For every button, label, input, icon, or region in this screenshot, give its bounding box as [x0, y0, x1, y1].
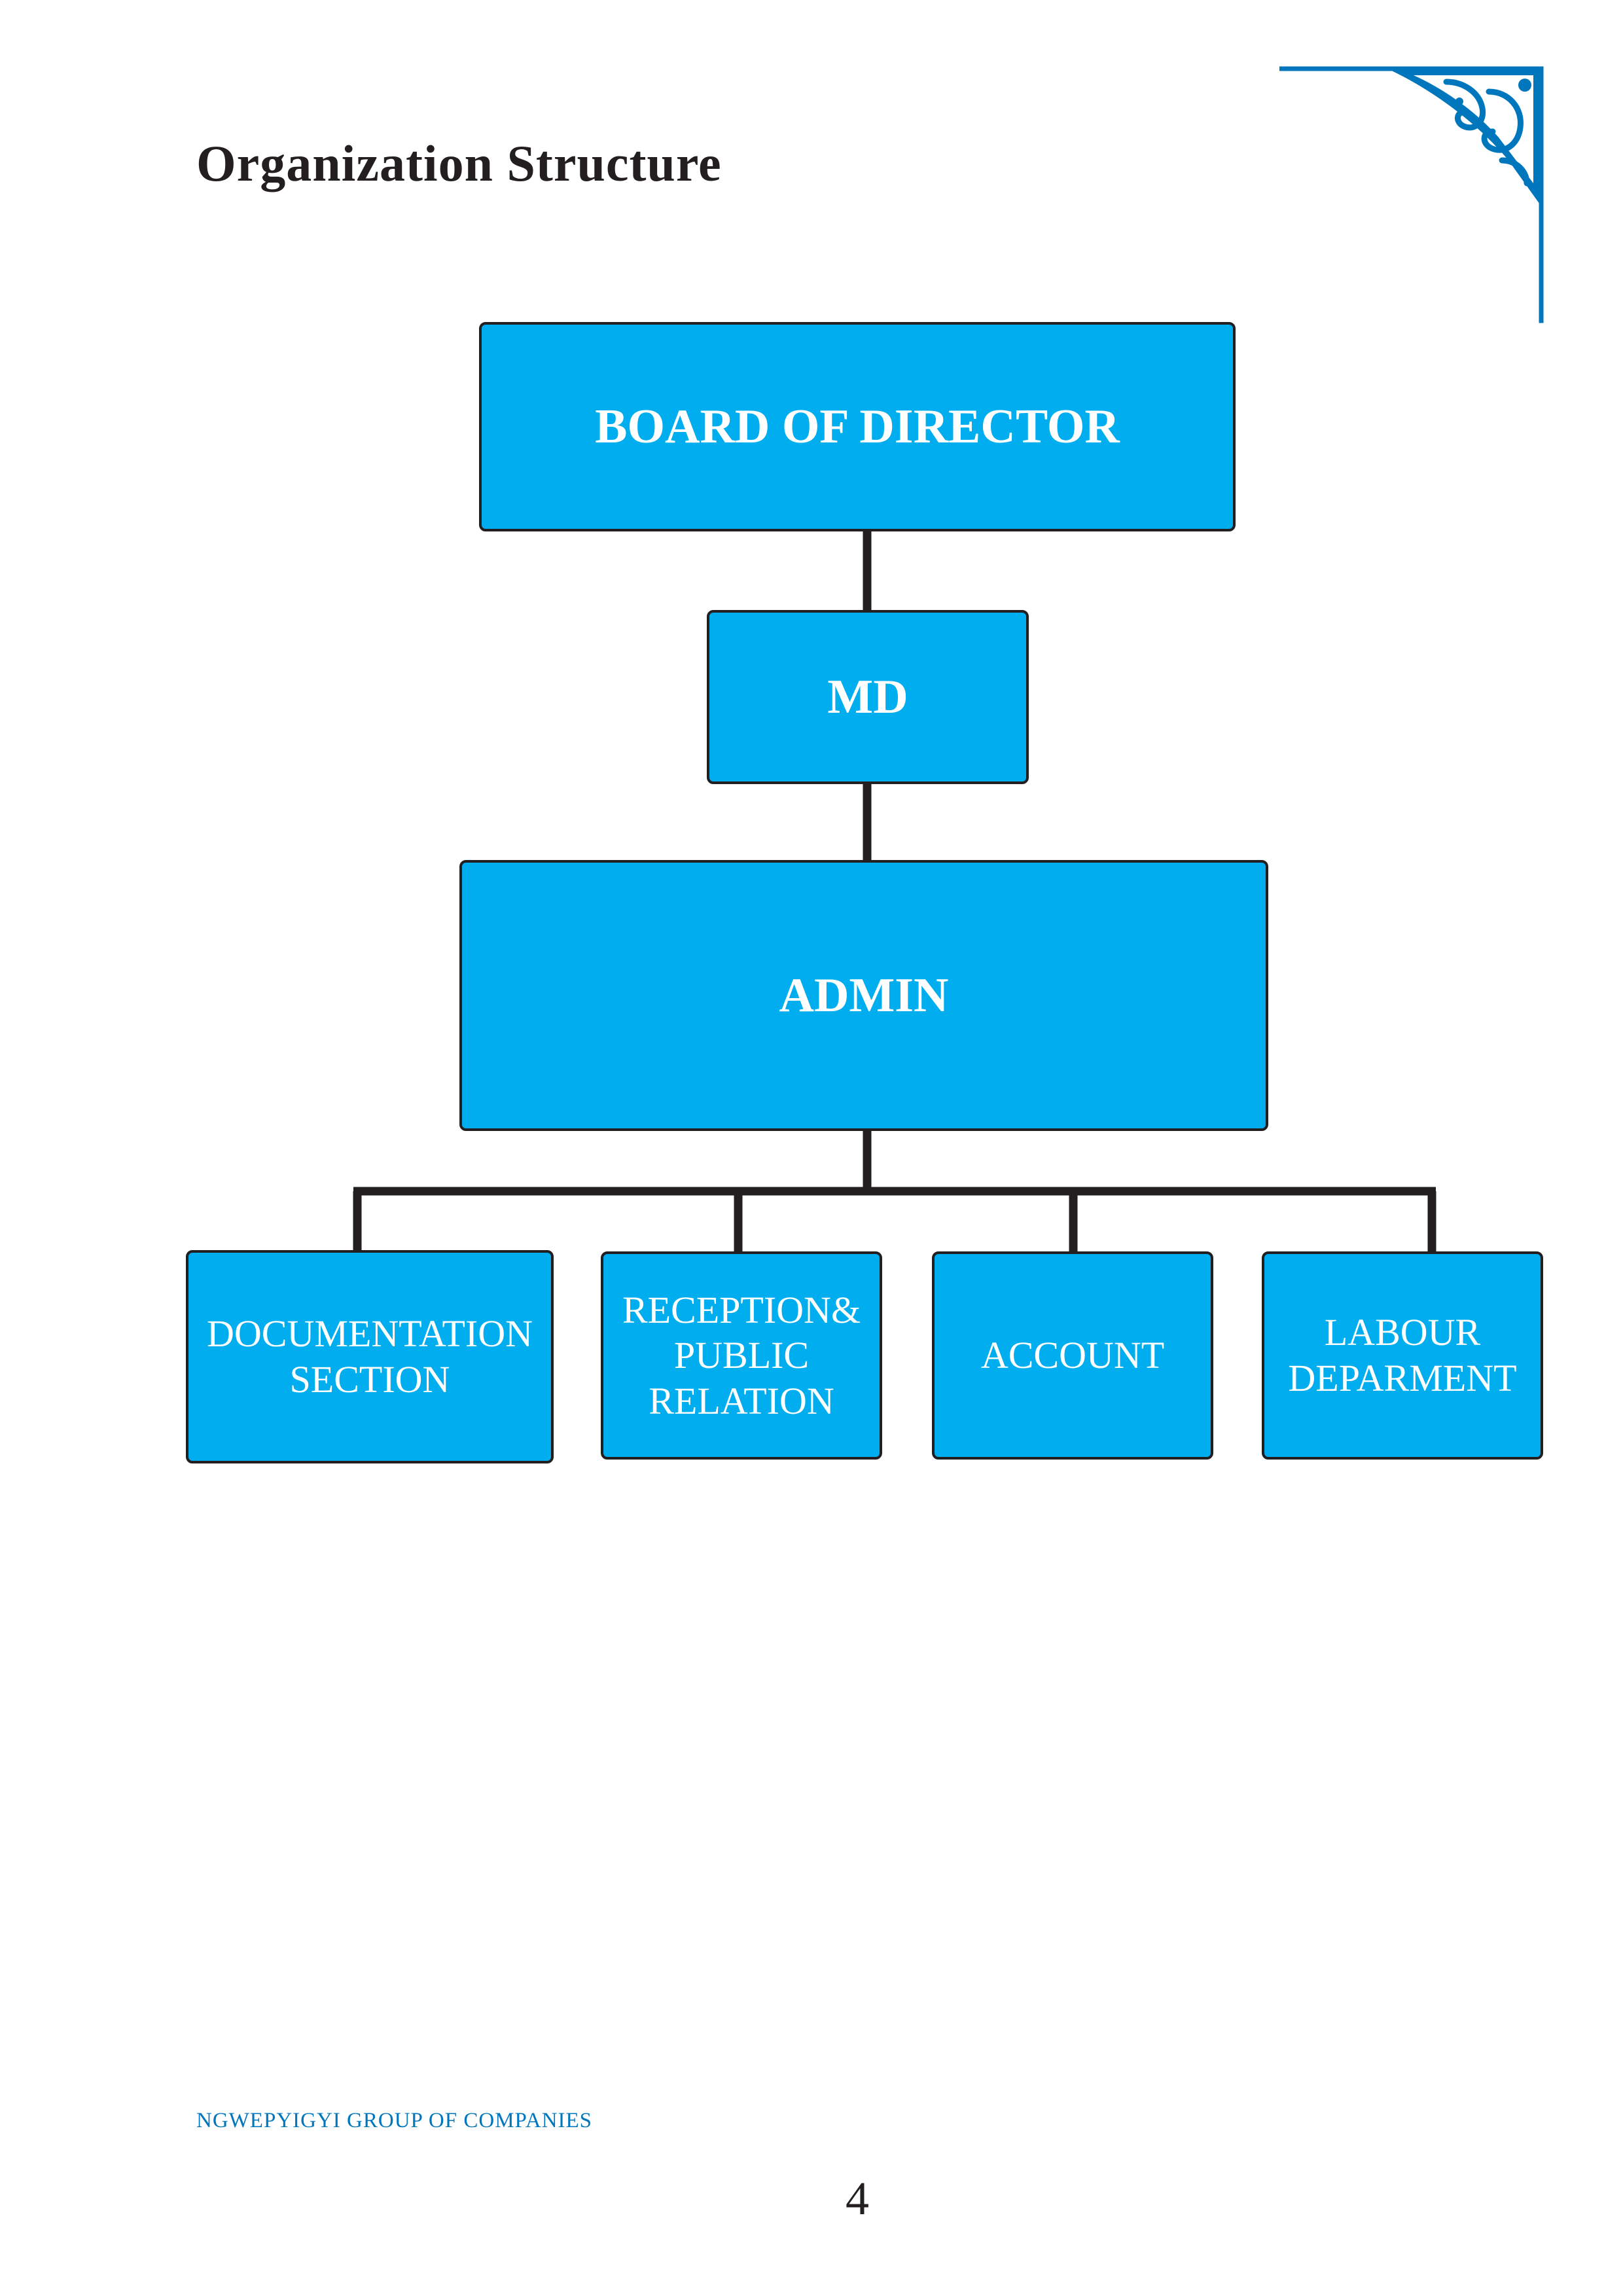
reception-public-relation-box: RECEPTION& PUBLIC RELATION	[601, 1251, 882, 1460]
reception-public-relation-label: RECEPTION& PUBLIC RELATION	[622, 1288, 861, 1422]
md-label: MD	[827, 670, 908, 724]
account-box: ACCOUNT	[932, 1251, 1213, 1460]
account-label: ACCOUNT	[980, 1334, 1165, 1377]
page-title: Organization Structure	[196, 135, 722, 192]
labour-department-box: LABOUR DEPARMENT	[1262, 1251, 1543, 1460]
documentation-section-box: DOCUMENTATION SECTION	[186, 1250, 554, 1463]
page-number: 4	[846, 2172, 869, 2225]
admin-box: ADMIN	[459, 860, 1268, 1131]
board-of-director-box: BOARD OF DIRECTOR	[479, 322, 1236, 531]
footer-company-name: NGWEPYIGYI GROUP OF COMPANIES	[196, 2109, 593, 2132]
md-box: MD	[707, 610, 1029, 784]
board-of-director-label: BOARD OF DIRECTOR	[595, 399, 1120, 454]
documentation-section-label: DOCUMENTATION SECTION	[207, 1312, 533, 1401]
labour-department-label: LABOUR DEPARMENT	[1288, 1311, 1517, 1399]
corner-ornament-icon	[1279, 66, 1544, 323]
admin-label: ADMIN	[779, 968, 949, 1022]
